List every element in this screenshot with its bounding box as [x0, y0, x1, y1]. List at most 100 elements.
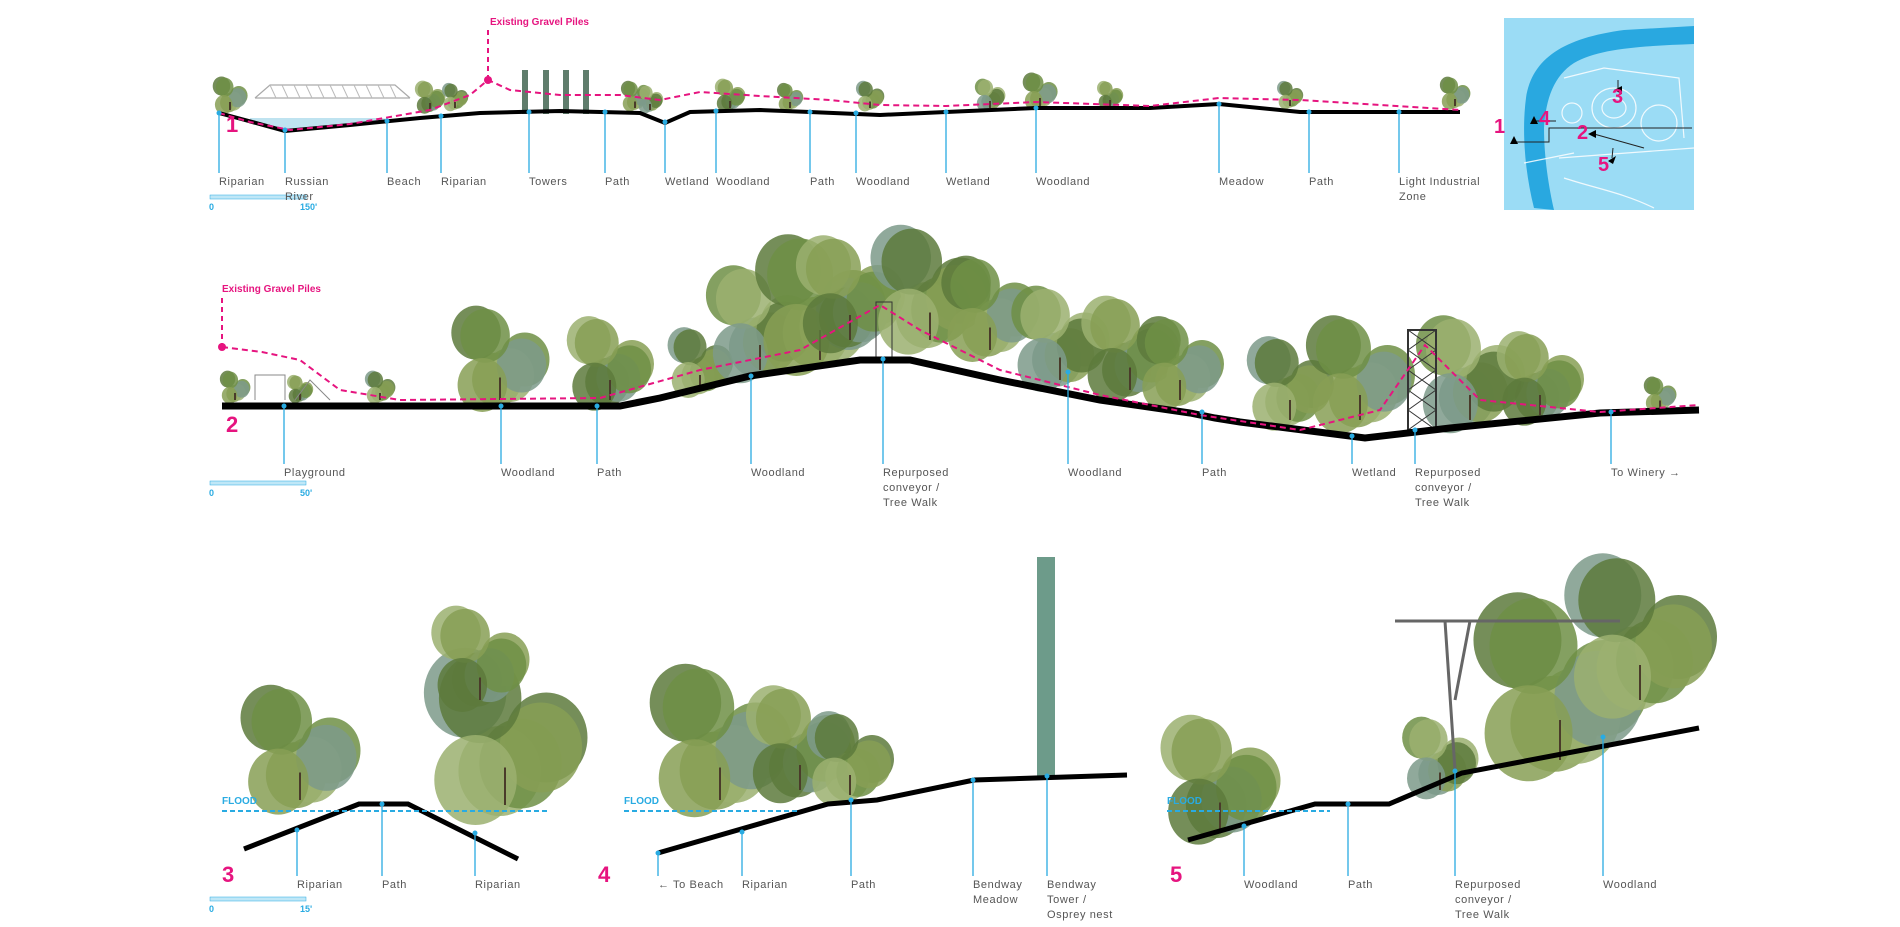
section1-tree [728, 88, 745, 106]
section3-tree [499, 702, 583, 793]
key-map-marker-4[interactable]: 4 [1539, 108, 1551, 130]
section2-ground-line [222, 356, 1700, 442]
tower-icon [583, 70, 589, 114]
section3-leader-dot [379, 801, 385, 807]
section1-leader-dot [216, 110, 222, 116]
section2-tree [1020, 288, 1070, 343]
section1-tree [1289, 89, 1303, 105]
section2-tree [1356, 351, 1412, 412]
section3-leader-dot [294, 827, 300, 833]
scale-start-3: 0 [209, 904, 215, 914]
section5-tree [1409, 719, 1448, 762]
section1-label: Woodland [716, 176, 771, 188]
section2-tree [1177, 345, 1222, 394]
section2-tree [947, 307, 998, 362]
section1-tree [858, 81, 873, 98]
section1-tree [1442, 77, 1459, 95]
section2-tree [712, 323, 768, 384]
section2-tree [1087, 347, 1138, 402]
section2-tree [299, 383, 313, 399]
section1-gravel-profile [218, 78, 1461, 132]
section1-tree [1024, 91, 1043, 111]
section1-leader-dot [1306, 109, 1312, 115]
tower-icon [543, 70, 549, 114]
flood-label-4: FLOOD [624, 796, 659, 807]
section1-tree [622, 95, 638, 112]
key-map-marker-5[interactable]: 5 [1598, 154, 1610, 176]
section5-tree [1171, 718, 1233, 785]
section1-label: Light Industrial Zone [1399, 176, 1481, 203]
section4-label: Bendway Meadow [973, 879, 1023, 906]
section2-label: Playground [284, 467, 346, 479]
gravel-callout-dot-2 [218, 343, 226, 351]
bridge-truss [365, 84, 373, 99]
section-number-3: 3 [222, 862, 235, 887]
section2-label: Repurposed conveyor / Tree Walk [883, 467, 949, 509]
section3-tree [440, 608, 490, 663]
section4-tree [662, 668, 735, 747]
section4-label: Riparian [742, 879, 788, 891]
section5-label: Repurposed conveyor / Tree Walk [1455, 879, 1521, 921]
section2-tree [1090, 298, 1140, 353]
section1-label: Wetland [665, 176, 710, 188]
conveyor-tree-walk [1395, 619, 1620, 771]
section2-tree [1658, 387, 1676, 406]
section1-leader-dot [384, 118, 390, 124]
section1-label: Riparian [219, 176, 265, 188]
section-number-5: 5 [1170, 862, 1183, 887]
section1-tree [1098, 94, 1112, 110]
section1-tree [417, 81, 434, 99]
section2-label: Path [1202, 467, 1228, 479]
section2-tree [607, 345, 652, 394]
section3-tree [476, 638, 527, 693]
section3-tree [296, 724, 357, 791]
section1-tree [1279, 81, 1293, 97]
flood-label-3: FLOOD [222, 796, 257, 807]
section1-tree [869, 90, 884, 106]
section2-tree [460, 308, 510, 363]
section3-tree [437, 657, 488, 712]
section3-leader-dot [472, 830, 478, 836]
flood-label-5: FLOOD [1167, 796, 1202, 807]
tower-brace [1407, 409, 1437, 431]
section5-leader-dot [1600, 734, 1606, 740]
section5-tree [1578, 558, 1656, 643]
bridge-truss [305, 84, 313, 99]
section2-tree [1315, 318, 1371, 379]
section1-leader-dot [526, 109, 532, 115]
tower-brace [1407, 389, 1437, 411]
section1-leader-dot [1216, 101, 1222, 107]
section1-tree [444, 83, 458, 99]
section-number-4: 4 [598, 862, 611, 887]
section2-tree [673, 329, 707, 366]
section2-label: Woodland [751, 467, 806, 479]
section1-tree [1453, 86, 1470, 104]
section1-tree [623, 81, 638, 98]
section3-tree [248, 748, 309, 815]
section3-tree [434, 734, 517, 825]
gravel-piles-annotation-2: Existing Gravel Piles [222, 284, 321, 295]
section2-tree [805, 238, 861, 299]
section1-label: Path [810, 176, 836, 188]
section2-tree [367, 371, 384, 389]
section5-tree [1168, 778, 1229, 845]
section1-label: Path [605, 176, 631, 188]
section2-leader-dot [594, 403, 600, 409]
key-map-marker-1[interactable]: 1 [1494, 116, 1506, 138]
section4-label: Path [851, 879, 877, 891]
section1-tree [988, 88, 1005, 106]
section1-tree [778, 96, 792, 112]
section4-tree [847, 740, 892, 789]
scale-start-2: 0 [209, 488, 215, 498]
key-map-marker-3[interactable]: 3 [1612, 86, 1624, 108]
scale-bar-2 [209, 480, 307, 486]
section2-label: Path [597, 467, 623, 479]
section1-tree [1025, 73, 1044, 93]
scale-end-2: 50' [300, 488, 313, 498]
section1-label: Path [1309, 176, 1335, 188]
key-map-marker-2[interactable]: 2 [1577, 122, 1589, 144]
playground-equipment [254, 374, 331, 401]
section2-leader-dot [748, 373, 754, 379]
section2-tree [881, 228, 943, 295]
section-number-1: 1 [226, 112, 239, 137]
